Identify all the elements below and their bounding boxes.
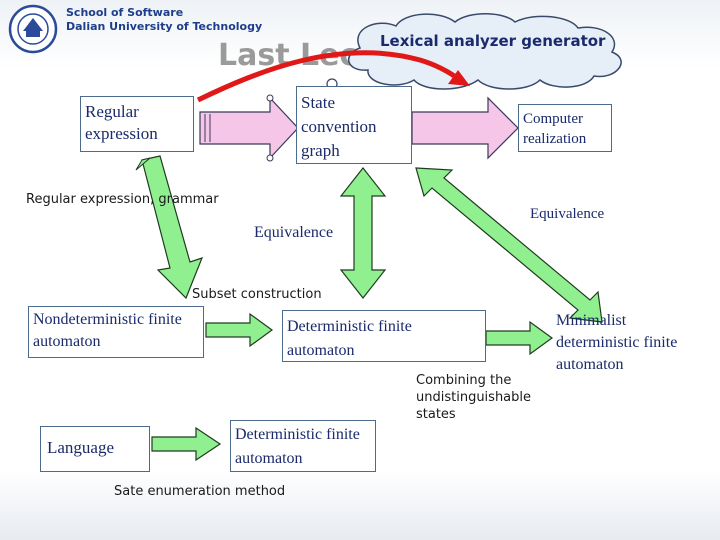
- node-computer-realization: Computer realization: [518, 104, 612, 152]
- green-arrow-regex-to-nfa: [135, 155, 204, 300]
- node-nondeterministic-fa-label: Nondeterministic finite automaton: [33, 311, 182, 350]
- node-language: Language: [40, 426, 150, 472]
- node-regular-expression-label: Regular expression: [85, 102, 158, 143]
- node-minimalist-dfa: Minimalist deterministic finite automato…: [556, 310, 706, 376]
- node-nondeterministic-fa: Nondeterministic finite automaton: [28, 306, 204, 358]
- footer-band: [0, 470, 720, 540]
- green-arrow-language-to-dfa: [151, 426, 222, 462]
- label-state-enumeration: Sate enumeration method: [114, 484, 286, 499]
- node-deterministic-fa-2-label: Deterministic finite automaton: [235, 426, 360, 467]
- node-deterministic-fa-2: Deterministic finite automaton: [230, 420, 376, 472]
- node-state-convention-graph-label: State convention graph: [301, 93, 377, 160]
- label-equivalence-right: Equivalence: [530, 206, 605, 222]
- node-deterministic-fa: Deterministic finite automaton: [282, 310, 486, 362]
- label-combining: Combining the undistinguishable states: [416, 373, 532, 422]
- green-arrow-dfa-to-minimal: [485, 320, 554, 356]
- university-name: Dalian University of Technology: [66, 20, 263, 33]
- red-curved-arrow: [196, 50, 470, 103]
- node-computer-realization-label: Computer realization: [523, 111, 587, 147]
- school-name: School of Software: [66, 6, 184, 19]
- node-state-convention-graph: State convention graph: [296, 86, 412, 164]
- green-double-arrow-diagonal: [415, 167, 603, 323]
- label-equivalence-left: Equivalence: [254, 224, 334, 241]
- node-deterministic-fa-label: Deterministic finite automaton: [287, 318, 412, 359]
- pink-arrow-graph-to-computer: [411, 96, 519, 160]
- callout-text: Lexical analyzer generator: [380, 32, 606, 50]
- label-regex-grammar: Regular expression, grammar: [26, 192, 219, 207]
- node-regular-expression: Regular expression: [80, 96, 194, 152]
- university-logo: [8, 4, 58, 54]
- green-double-arrow-vertical: [339, 167, 387, 299]
- node-language-label: Language: [47, 438, 115, 457]
- label-subset-construction: Subset construction: [192, 287, 322, 302]
- node-minimalist-dfa-label: Minimalist deterministic finite automato…: [556, 312, 678, 373]
- green-arrow-nfa-to-dfa: [205, 312, 274, 348]
- pink-arrow-regex-to-graph: [199, 94, 299, 162]
